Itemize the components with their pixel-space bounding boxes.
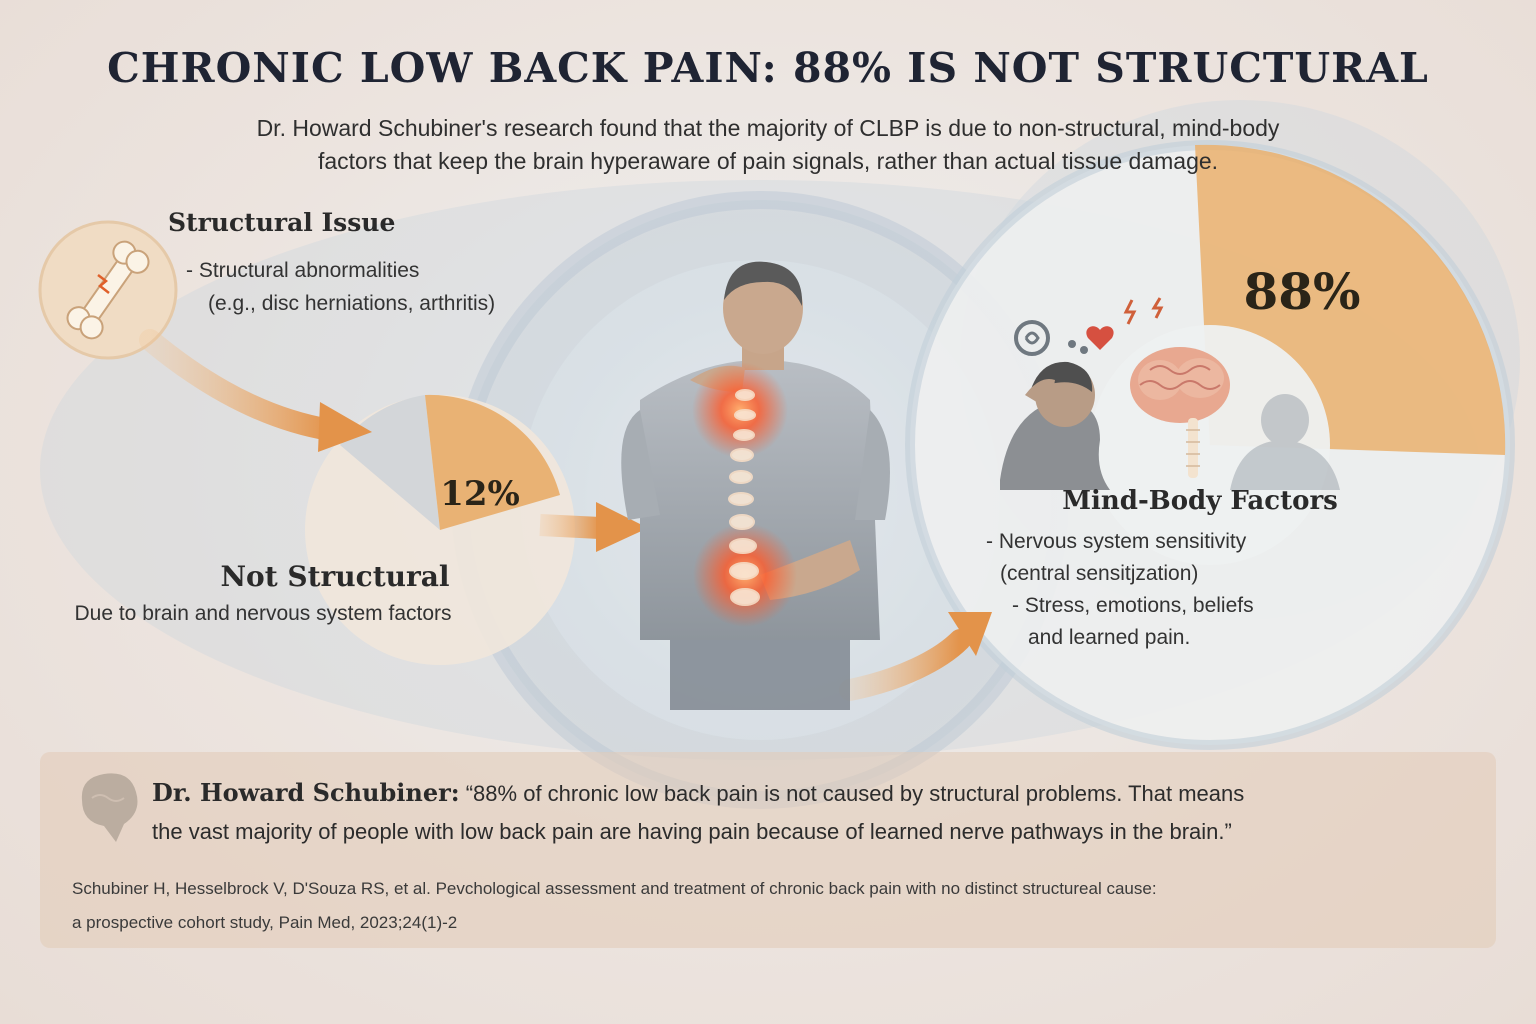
bone-icon [38, 220, 178, 360]
arrow-to-mind-body [839, 629, 971, 701]
subtitle-line-2: factors that keep the brain hyperaware o… [317, 148, 1219, 174]
arrow-to-donut [139, 329, 341, 441]
not-structural-description: Due to brain and nervous system factors [74, 602, 452, 625]
not-structural-heading: Not Structural [220, 560, 450, 593]
page-title: CHRONIC LOW BACK PAIN: 88% IS NOT STRUCT… [107, 44, 1429, 92]
quote-line-2: the vast majority of people with low bac… [152, 819, 1232, 844]
quote-panel [40, 752, 1496, 948]
structural-line-2: (e.g., disc herniations, arthritis) [208, 292, 496, 315]
citation-line-1: Schubiner H, Hesselbrock V, D'Souza RS, … [72, 879, 1157, 898]
sad-person-shadow-icon [1230, 394, 1340, 490]
heart-icon [1086, 326, 1114, 350]
mind-body-percent: 88% [1243, 262, 1361, 321]
citation-line-2: a prospective cohort study, Pain Med, 20… [72, 913, 458, 932]
mind-body-heading: Mind-Body Factors [1062, 486, 1338, 516]
mind-body-list: - Nervous system sensitivity (central se… [986, 526, 1254, 654]
quote: Dr. Howard Schubiner: “88% of chronic lo… [152, 774, 1442, 851]
structural-heading: Structural Issue [168, 208, 396, 237]
brain-icon [1130, 347, 1230, 478]
quote-line-1: “88% of chronic low back pain is not cau… [465, 781, 1245, 806]
arrow-to-figure [539, 514, 601, 539]
lightning-icon [1123, 297, 1164, 325]
mind-body-line-3: - Stress, emotions, beliefs [1012, 594, 1254, 617]
structural-list: - Structural abnormalities (e.g., disc h… [186, 254, 495, 320]
mind-body-line-2: (central sensitjzation) [1000, 562, 1199, 585]
emotion-symbols-icon [1014, 320, 1088, 356]
man-with-back-pain [621, 261, 890, 710]
distressed-person-icon [1000, 361, 1110, 490]
subtitle: Dr. Howard Schubiner's research found th… [150, 112, 1386, 178]
subtitle-line-1: Dr. Howard Schubiner's research found th… [256, 115, 1280, 141]
not-structural-percent: 12% [440, 474, 520, 514]
quote-speaker: Dr. Howard Schubiner: [152, 778, 460, 807]
mind-body-line-1: - Nervous system sensitivity [986, 530, 1247, 553]
mind-body-donut [905, 140, 1515, 750]
structural-line-1: - Structural abnormalities [186, 259, 420, 282]
mind-body-line-4: and learned pain. [1028, 626, 1191, 649]
citation: Schubiner H, Hesselbrock V, D'Souza RS, … [72, 872, 1472, 940]
